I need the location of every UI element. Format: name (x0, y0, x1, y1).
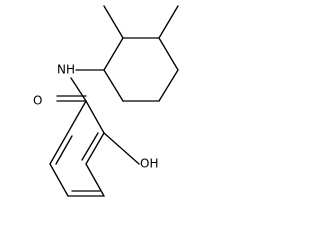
nh-label: NH (57, 63, 75, 77)
bond-methyl-c2 (103, 5, 124, 39)
bond-cyclohexyl-c1-c2 (103, 37, 124, 71)
bond-aryl-c6-c1 (49, 100, 87, 165)
atom-labels: NH O OH (33, 63, 158, 171)
aromatic-inner-bond-3 (55, 135, 73, 165)
bond-cyclohexyl-c6-c1 (103, 69, 124, 102)
bond-methyl-c3 (158, 5, 179, 39)
bond-cyclohexyl-c3-c4 (158, 37, 179, 71)
bond-aryl-c5-c6 (49, 163, 69, 197)
bond-hydroxyl (103, 132, 140, 165)
bond-carbonyl-carbon-nh (70, 77, 87, 102)
bond-aryl-c3-c4 (85, 163, 105, 197)
aromatic-inner-bond-1 (81, 132, 99, 161)
chemical-structure-diagram: NH O OH (33, 5, 179, 197)
hydroxyphenyl-ring (49, 100, 140, 197)
amide-linker (56, 69, 105, 102)
hydroxyl-label: OH (140, 157, 158, 171)
bond-aryl-c2-c3 (85, 132, 105, 165)
bond-aryl-c1-c2 (85, 100, 105, 134)
bond-cyclohexyl-c4-c5 (158, 69, 179, 102)
cyclohexyl-ring (103, 5, 179, 102)
oxygen-label: O (33, 94, 42, 108)
